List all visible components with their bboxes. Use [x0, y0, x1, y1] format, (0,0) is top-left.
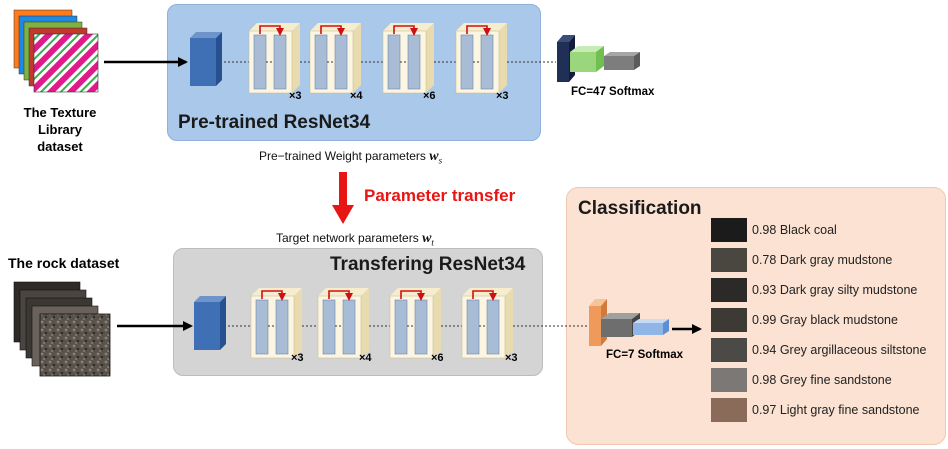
class-item-grey-fine-sandstone: 0.98 Grey fine sandstone: [752, 373, 892, 387]
weights-subscript: s: [438, 155, 443, 166]
head-label-top: FC=47 Softmax: [571, 86, 655, 98]
pretrained-title: Pre-trained ResNet34: [178, 112, 371, 133]
class-item-gray-black-mudstone: 0.99 Gray black mudstone: [752, 313, 898, 327]
swatch-black-coal: [711, 218, 747, 242]
class-item-grey-argillaceous-siltstone: 0.94 Grey argillaceous siltstone: [752, 343, 927, 357]
multiplier-4-bottom: ×3: [505, 352, 518, 364]
class-item-dark-gray-mudstone: 0.78 Dark gray mudstone: [752, 253, 893, 267]
multiplier-3-bottom: ×6: [431, 352, 444, 364]
class-item-dark-gray-silty-mudstone: 0.93 Dark gray silty mudstone: [752, 283, 918, 297]
target-caption-text: Target network parameters: [276, 231, 419, 245]
head-label-bottom: FC=7 Softmax: [606, 349, 684, 361]
multiplier-2-top: ×4: [350, 90, 363, 102]
classifier-head-top: [557, 35, 640, 82]
residual-block-2-bottom: [317, 288, 369, 359]
rock-image-stack: [13, 281, 111, 377]
swatch-light-gray-fine-sandstone: [711, 398, 747, 422]
parameter-transfer-label: Parameter transfer: [364, 186, 516, 205]
residual-block-4-top: [455, 23, 507, 94]
weights-caption: Pre−trained Weight parameters ws: [259, 149, 442, 165]
transfering-title: Transfering ResNet34: [330, 254, 526, 275]
swatch-gray-black-mudstone: [711, 308, 747, 332]
conv-input-layer-bottom: [194, 296, 226, 350]
swatch-grey-fine-sandstone: [711, 368, 747, 392]
weights-symbol: w: [429, 149, 439, 164]
classifier-head-bottom: [589, 299, 669, 346]
conv-input-layer-top: [190, 32, 222, 86]
swatch-grey-argillaceous-siltstone: [711, 338, 747, 362]
residual-block-3-top: [382, 23, 434, 94]
texture-dataset-label: The Texture Library dataset: [23, 105, 97, 154]
multiplier-3-top: ×6: [423, 90, 436, 102]
classification-title: Classification: [578, 198, 702, 219]
swatch-dark-gray-mudstone: [711, 248, 747, 272]
multiplier-2-bottom: ×4: [359, 352, 372, 364]
texture-image-stack: [13, 9, 99, 93]
classification-swatches: [711, 218, 747, 422]
residual-block-1-top: [248, 23, 300, 94]
class-item-black-coal: 0.98 Black coal: [752, 223, 837, 237]
parameter-transfer-arrow: [332, 172, 354, 224]
residual-block-3-bottom: [389, 288, 441, 359]
multiplier-4-top: ×3: [496, 90, 509, 102]
target-caption: Target network parameters wt: [276, 231, 434, 247]
weights-caption-text: Pre−trained Weight parameters: [259, 149, 426, 163]
target-subscript: t: [431, 237, 434, 248]
target-symbol: w: [422, 231, 432, 246]
pretrained-network: [190, 23, 640, 94]
swatch-dark-gray-silty-mudstone: [711, 278, 747, 302]
multiplier-1-top: ×3: [289, 90, 302, 102]
residual-block-1-bottom: [250, 288, 302, 359]
transfer-network: [194, 288, 702, 359]
multiplier-1-bottom: ×3: [291, 352, 304, 364]
residual-block-4-bottom: [461, 288, 513, 359]
class-item-light-gray-fine-sandstone: 0.97 Light gray fine sandstone: [752, 403, 920, 417]
residual-block-2-top: [309, 23, 361, 94]
rock-dataset-label: The rock dataset: [8, 255, 120, 271]
